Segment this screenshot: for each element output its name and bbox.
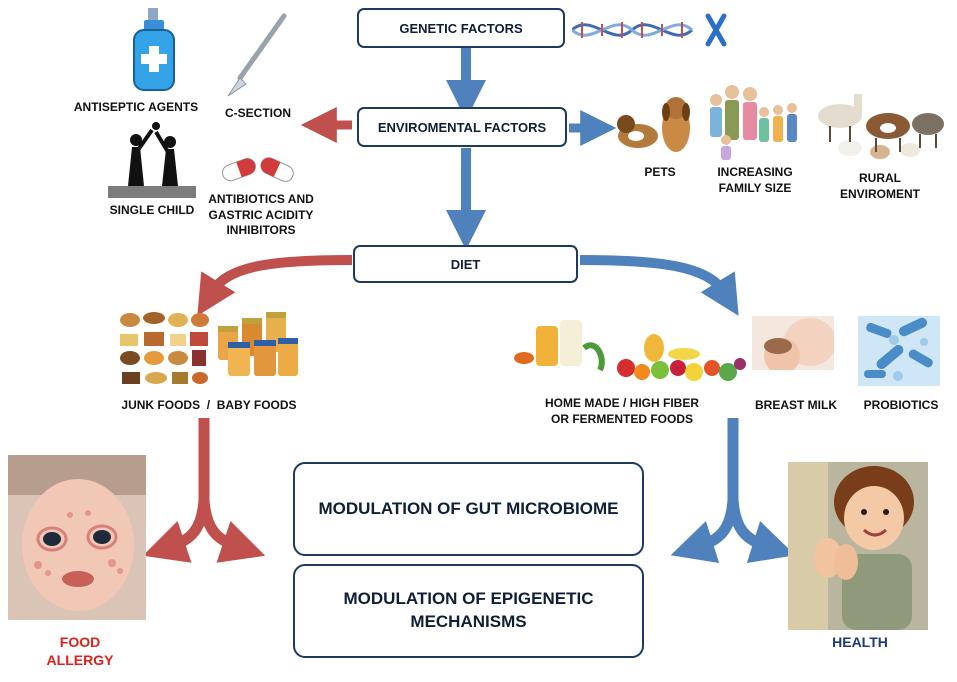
label-rural-line-2: ENVIROMENT (839, 186, 920, 201)
label-rural-environment: RURAL ENVIROMENT (818, 171, 942, 202)
label-antibiotics: ANTIBIOTICS AND GASTRIC ACIDITY INHIBITO… (196, 192, 326, 239)
label-home-made-line-2: OR FERMENTED FOODS (550, 411, 693, 426)
label-family-size-line-1: INCREASING (717, 165, 793, 179)
arrow-diet-left (197, 255, 353, 316)
gut-microbiome-box: MODULATION OF GUT MICROBIOME (293, 462, 644, 556)
outcome-health: HEALTH (832, 634, 888, 650)
label-home-made-line-1: HOME MADE / HIGH FIBER (544, 396, 699, 410)
outcome-food-allergy: FOOD ALLERGY (20, 634, 140, 669)
farm-animals-icon (818, 94, 944, 159)
epigenetic-line-1: MODULATION OF EPIGENETIC (343, 589, 594, 609)
epigenetic-line-2: MECHANISMS (410, 612, 527, 631)
antiseptic-bottle-icon (133, 8, 175, 91)
pills-icon (221, 157, 294, 182)
breastfeeding-icon (752, 316, 834, 384)
label-family-size: INCREASING FAMILY SIZE (700, 165, 810, 196)
home-made-foods-icon (514, 320, 746, 381)
label-antibiotics-line-2: GASTRIC ACIDITY (208, 207, 314, 222)
baby-food-jars-icon (218, 312, 298, 376)
scalpel-icon (227, 13, 287, 97)
outcome-food-allergy-line-2: ALLERGY (46, 651, 114, 668)
pets-icon (617, 97, 690, 152)
label-antibiotics-line-3: INHIBITORS (226, 223, 296, 238)
junk-food-icon (120, 312, 209, 384)
single-child-silhouette-icon (108, 122, 196, 198)
genetic-factors-box: GENETIC FACTORS (357, 8, 565, 48)
label-single-child: SINGLE CHILD (109, 203, 195, 217)
epigenetic-box: MODULATION OF EPIGENETIC MECHANISMS (293, 564, 644, 658)
probiotics-icon (858, 316, 940, 386)
healthy-baby-photo (788, 462, 928, 630)
label-home-made-foods: HOME MADE / HIGH FIBER OR FERMENTED FOOD… (528, 396, 716, 427)
label-antibiotics-line-1: ANTIBIOTICS AND (208, 192, 314, 206)
baby-allergy-photo (8, 455, 146, 620)
label-probiotics: PROBIOTICS (863, 398, 939, 412)
label-junk-baby-foods: JUNK FOODS / BABY FOODS (121, 398, 297, 412)
dna-helix-icon (572, 13, 727, 47)
label-rural-line-1: RURAL (859, 171, 901, 185)
family-icon (710, 85, 797, 160)
label-c-section: C-SECTION (225, 106, 291, 120)
label-antiseptic-agents: ANTISEPTIC AGENTS (73, 100, 199, 114)
label-family-size-line-2: FAMILY SIZE (718, 180, 792, 195)
outcome-food-allergy-line-1: FOOD (59, 634, 101, 650)
environmental-factors-box: ENVIROMENTAL FACTORS (357, 107, 567, 147)
label-breast-milk: BREAST MILK (755, 398, 837, 412)
diet-box: DIET (353, 245, 578, 283)
label-pets: PETS (644, 165, 676, 179)
arrow-diet-right (579, 255, 739, 316)
